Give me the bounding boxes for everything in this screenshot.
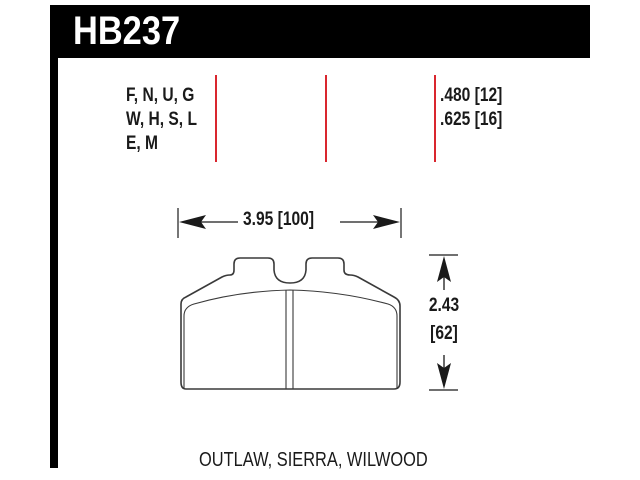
thickness-list: .480 [12] .625 [16] xyxy=(440,84,516,132)
height-mm-label: [62] xyxy=(430,323,458,344)
compound-list: F, N, U, G W, H, S, L E, M xyxy=(126,84,213,156)
width-dimension-label: 3.95 [100] xyxy=(243,209,315,230)
part-number-title: HB237 xyxy=(73,9,181,53)
divider-line-middle xyxy=(325,75,327,162)
left-border-bar xyxy=(50,5,58,468)
height-dimension-label: 2.43 [62] xyxy=(421,292,467,348)
height-inches-label: 2.43 xyxy=(428,295,460,316)
brake-pad-outline xyxy=(180,257,401,390)
applications-label: OUTLAW, SIERRA, WILWOOD xyxy=(199,449,428,471)
height-dimension-arrows xyxy=(429,254,458,391)
divider-line-right xyxy=(434,75,436,162)
header-bar xyxy=(50,5,590,58)
compound-line: W, H, S, L xyxy=(126,109,197,130)
divider-line-left xyxy=(215,75,217,162)
compound-line: F, N, U, G xyxy=(126,85,195,106)
thickness-line: .480 [12] xyxy=(440,85,503,106)
width-dimension-arrows xyxy=(177,208,402,238)
compound-line: E, M xyxy=(126,133,159,154)
thickness-line: .625 [16] xyxy=(440,109,503,130)
